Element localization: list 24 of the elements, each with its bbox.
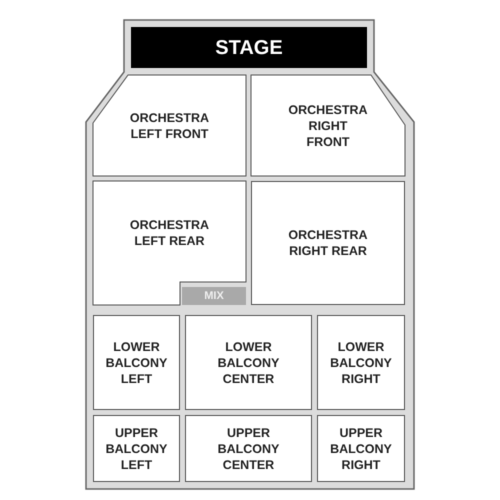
- mix-position: [182, 287, 246, 305]
- seating-section: [251, 75, 405, 176]
- section-label: LOWER BALCONY LEFT: [104, 338, 168, 386]
- section-label: LOWER BALCONY RIGHT: [329, 338, 393, 386]
- section-label: MIX: [204, 289, 224, 304]
- stage-label: STAGE: [215, 40, 283, 56]
- section-label: ORCHESTRA RIGHT REAR: [288, 227, 368, 259]
- section-label: UPPER BALCONY RIGHT: [329, 424, 393, 472]
- seating-section: [185, 415, 312, 482]
- seating-section: [317, 315, 405, 410]
- seating-section: [93, 415, 180, 482]
- seating-section: [185, 315, 312, 410]
- section-label: ORCHESTRA RIGHT FRONT: [288, 102, 368, 150]
- section-label: UPPER BALCONY CENTER: [216, 424, 280, 472]
- seating-section: [251, 181, 405, 305]
- section-label: LOWER BALCONY CENTER: [216, 338, 280, 386]
- seating-section: [93, 75, 246, 176]
- section-label: ORCHESTRA LEFT REAR: [130, 217, 210, 249]
- section-label: UPPER BALCONY LEFT: [104, 424, 168, 472]
- stage: [131, 27, 367, 68]
- seating-section: [93, 315, 180, 410]
- seating-section: [93, 181, 246, 305]
- section-label: ORCHESTRA LEFT FRONT: [130, 110, 210, 142]
- seating-section: [317, 415, 405, 482]
